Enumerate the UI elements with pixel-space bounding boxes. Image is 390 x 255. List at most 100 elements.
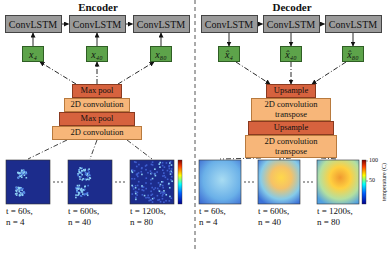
heat-cell [132, 170, 134, 172]
time-label: n = 40 [68, 218, 91, 228]
heat-cell [167, 170, 169, 172]
heat-cell [157, 199, 159, 201]
heat-cell [159, 162, 161, 164]
heat-cell [77, 194, 79, 196]
heat-cell [136, 166, 138, 168]
heat-cell [26, 177, 28, 179]
heat-cell [76, 191, 78, 193]
heat-cell [159, 166, 161, 168]
heat-cell [152, 201, 154, 203]
heat-cell [81, 170, 83, 172]
heat-cell [16, 194, 18, 196]
heat-cell [79, 167, 81, 169]
dashdot-connector [291, 62, 292, 84]
heat-cell [135, 199, 137, 201]
colorbar [178, 160, 182, 204]
heat-cell [158, 190, 160, 192]
node-text: Upsample [274, 86, 308, 95]
node-text: ConvLSTM [205, 19, 253, 30]
time-label: n = 80 [317, 218, 340, 228]
node-text: Max pool [81, 86, 114, 95]
heat-cell [160, 184, 162, 186]
heatmap [130, 160, 174, 204]
heat-cell [19, 194, 21, 196]
heat-cell [19, 175, 21, 177]
heat-cell [148, 197, 150, 199]
latent-vector: x₈₀ [150, 46, 172, 62]
heat-cell [169, 187, 171, 189]
heat-cell [150, 194, 152, 196]
arrow-connector [291, 33, 292, 46]
heat-cell [84, 185, 86, 187]
heat-cell [135, 197, 137, 199]
heat-cell [141, 174, 143, 176]
heat-cell [165, 177, 167, 179]
node-text: x₈₀ [155, 49, 166, 60]
heat-cell [159, 199, 161, 201]
heat-cell [160, 192, 162, 194]
convolution-layer: 2D convolution [52, 126, 142, 140]
heat-cell [22, 173, 24, 175]
heat-cell [24, 174, 26, 176]
heat-cell [168, 184, 170, 186]
heat-cell [21, 189, 23, 191]
latent-vector: x̂₈₀ [342, 46, 364, 62]
heat-cell [162, 187, 164, 189]
node-text: Max pool [81, 114, 114, 123]
heat-cell [135, 191, 137, 193]
heat-cell [164, 166, 166, 168]
heat-cell [84, 178, 86, 180]
heat-cell [153, 189, 155, 191]
heat-cell [87, 185, 89, 187]
heat-cell [136, 194, 138, 196]
time-label: t = 1200s, [130, 207, 166, 217]
node-text: ConvLSTM [137, 19, 185, 30]
heat-cell [80, 188, 82, 190]
heat-cell [132, 193, 134, 195]
feed-line [127, 140, 152, 159]
heat-cell [78, 194, 80, 196]
dashdot-connector [97, 62, 98, 84]
heat-cell [141, 168, 143, 170]
heat-cell [154, 173, 156, 175]
arrow-connector [97, 33, 98, 46]
heat-cell [161, 181, 163, 183]
heat-cell [135, 185, 137, 187]
heat-cell [146, 164, 148, 166]
heat-cell [170, 173, 172, 175]
heat-cell [83, 170, 85, 172]
heat-cell [160, 201, 162, 203]
heat-cell [162, 162, 164, 164]
colorbar [362, 160, 366, 204]
heat-cell [84, 186, 86, 188]
heat-cell [163, 175, 165, 177]
latent-vector: x̂₄ [218, 46, 240, 62]
heat-cell [162, 165, 164, 167]
feed-line [279, 158, 291, 159]
heat-cell [23, 171, 25, 173]
dashdot-connector [236, 62, 270, 84]
heat-cell [137, 192, 139, 194]
heat-cell [81, 195, 83, 197]
heat-cell [81, 188, 83, 190]
convolution-layer: 2D convolution transpose [251, 98, 331, 121]
heat-cell [78, 192, 80, 194]
heat-cell [168, 165, 170, 167]
heat-cell [171, 180, 173, 182]
heatmap [68, 160, 112, 204]
heat-cell [76, 190, 78, 192]
latent-vector: x₄ [22, 46, 44, 62]
heat-cell [18, 187, 20, 189]
heat-cell [16, 188, 18, 190]
heat-cell [171, 168, 173, 170]
heat-cell [22, 172, 24, 174]
feed-line [28, 140, 67, 159]
heat-cell [87, 169, 89, 171]
heat-cell [137, 173, 139, 175]
time-label: n = 40 [258, 218, 281, 228]
heat-cell [152, 161, 154, 163]
node-text: ConvLSTM [73, 19, 121, 30]
heat-cell [88, 174, 90, 176]
convlstm-cell: ConvLSTM [201, 15, 258, 33]
heat-cell [138, 164, 140, 166]
